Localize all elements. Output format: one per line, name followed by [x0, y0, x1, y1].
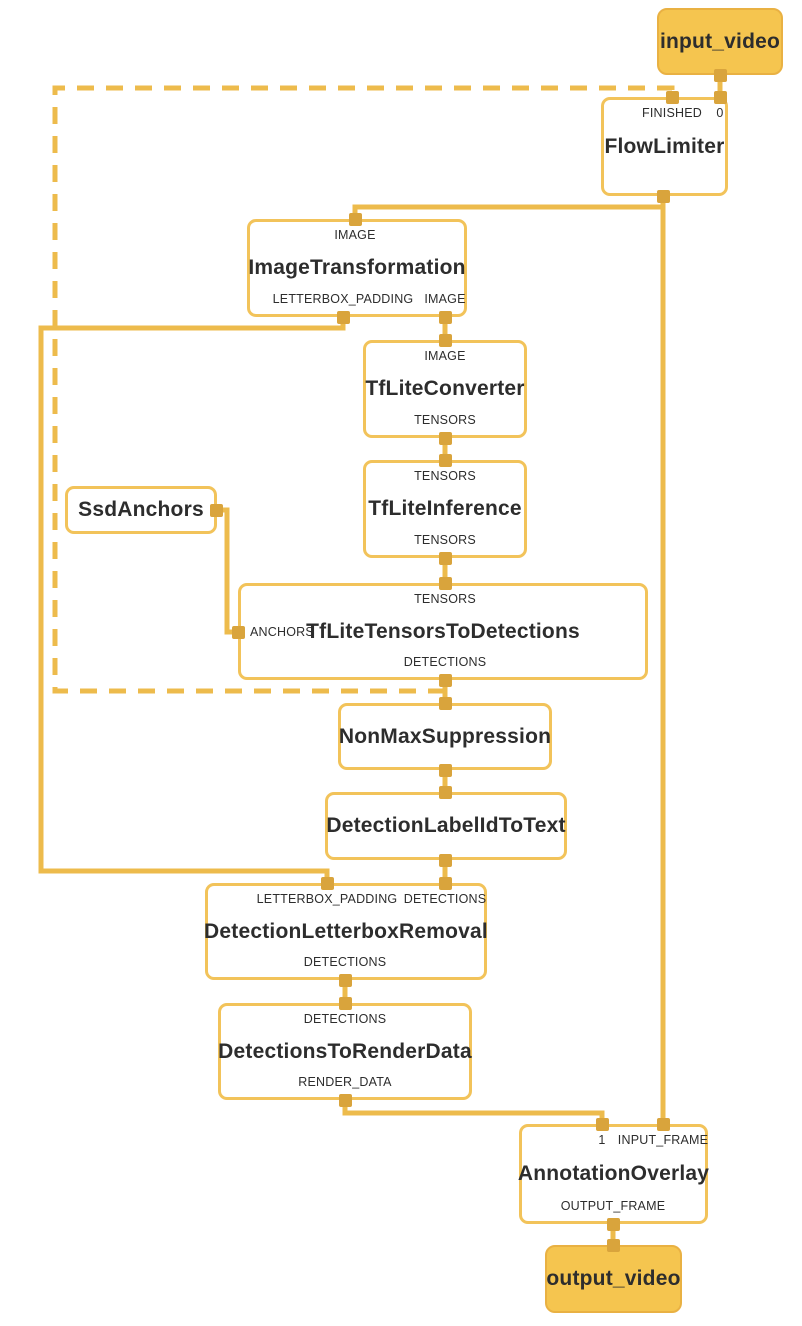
- node-title-annotationoverlay: AnnotationOverlay: [517, 1162, 710, 1185]
- node-ssdanchors[interactable]: SsdAnchors: [65, 486, 217, 534]
- port-marker: [438, 310, 452, 324]
- node-detectionletterboxremoval[interactable]: DetectionLetterboxRemoval: [204, 883, 488, 980]
- node-annotationoverlay[interactable]: AnnotationOverlay: [517, 1124, 710, 1224]
- port-label-tfliteinference-tensors: TENSORS: [414, 533, 476, 547]
- node-title-tfliteinference: TfLiteInference: [368, 497, 522, 520]
- node-title-flowlimiter: FlowLimiter: [604, 134, 725, 158]
- port-label-tflitetensorstodetections-tensors: TENSORS: [414, 592, 476, 606]
- node-flowlimiter[interactable]: FlowLimiter: [601, 97, 728, 196]
- port-label-annotationoverlay-output_frame: OUTPUT_FRAME: [560, 1199, 666, 1213]
- node-title-ssdanchors: SsdAnchors: [78, 498, 204, 521]
- port-marker: [595, 1117, 609, 1131]
- port-marker: [713, 90, 727, 104]
- node-output-video[interactable]: output_video: [545, 1245, 682, 1313]
- node-title-tfliteconverter: TfLiteConverter: [365, 377, 525, 400]
- node-title-input-video: input_video: [659, 29, 781, 53]
- port-label-imagetransformation-image: IMAGE: [334, 228, 376, 242]
- port-marker: [320, 876, 334, 890]
- port-marker: [338, 1093, 352, 1107]
- port-marker: [438, 876, 452, 890]
- node-title-imagetransformation: ImageTransformation: [248, 256, 466, 279]
- node-title-nonmaxsuppression: NonMaxSuppression: [338, 724, 552, 748]
- edge-imagetransformation-letterbox-padding-to-detectionletterboxremoval: [38, 317, 346, 883]
- port-marker: [348, 212, 362, 226]
- port-marker: [438, 551, 452, 565]
- port-marker: [438, 785, 452, 799]
- port-label-detectionstorenderdata-detections: DETECTIONS: [303, 1012, 387, 1026]
- port-marker: [231, 625, 245, 639]
- port-label-tfliteconverter-image: IMAGE: [424, 349, 466, 363]
- edge-ssdanchors-to-anchors: [216, 507, 238, 635]
- port-marker: [336, 310, 350, 324]
- node-title-detectionlabelidtotext: DetectionLabelIdToText: [326, 814, 566, 837]
- node-imagetransformation[interactable]: ImageTransformation: [247, 219, 467, 317]
- node-tfliteconverter[interactable]: TfLiteConverter: [363, 340, 527, 438]
- edge-flowlimiter-to-imagetransformation-image: [352, 196, 666, 219]
- port-label-tflitetensorstodetections-detections: DETECTIONS: [403, 655, 487, 669]
- port-marker: [438, 333, 452, 347]
- port-label-imagetransformation-image: IMAGE: [424, 292, 466, 306]
- port-marker: [665, 90, 679, 104]
- port-label-imagetransformation-letterbox_padding: LETTERBOX_PADDING: [272, 292, 414, 306]
- port-marker: [606, 1217, 620, 1231]
- port-label-detectionletterboxremoval-detections: DETECTIONS: [403, 892, 487, 906]
- port-label-flowlimiter-finished: FINISHED: [642, 106, 702, 120]
- port-label-tfliteinference-tensors: TENSORS: [414, 469, 476, 483]
- port-marker: [438, 576, 452, 590]
- port-label-detectionletterboxremoval-detections: DETECTIONS: [303, 955, 387, 969]
- port-label-detectionstorenderdata-render_data: RENDER_DATA: [298, 1075, 392, 1089]
- port-marker: [338, 996, 352, 1010]
- port-label-annotationoverlay-input_frame: INPUT_FRAME: [617, 1133, 709, 1147]
- node-nonmaxsuppression[interactable]: NonMaxSuppression: [338, 703, 552, 770]
- port-marker: [438, 763, 452, 777]
- node-title-detectionstorenderdata: DetectionsToRenderData: [218, 1039, 472, 1063]
- node-detectionlabelidtotext[interactable]: DetectionLabelIdToText: [325, 792, 567, 860]
- node-title-output-video: output_video: [546, 1267, 681, 1290]
- edge-renderdata-to-annotationoverlay-1: [342, 1100, 605, 1124]
- port-label-tflitetensorstodetections-anchors: ANCHORS: [250, 625, 314, 639]
- node-title-detectionletterboxremoval: DetectionLetterboxRemoval: [204, 919, 488, 943]
- port-marker: [438, 673, 452, 687]
- port-marker: [438, 453, 452, 467]
- port-marker: [606, 1238, 620, 1252]
- port-marker: [656, 189, 670, 203]
- port-marker: [338, 973, 352, 987]
- port-marker: [438, 696, 452, 710]
- port-marker: [209, 503, 223, 517]
- node-input-video[interactable]: input_video: [657, 8, 783, 75]
- node-detectionstorenderdata[interactable]: DetectionsToRenderData: [218, 1003, 472, 1100]
- port-marker: [656, 1117, 670, 1131]
- port-marker: [713, 68, 727, 82]
- port-label-flowlimiter-0: 0: [716, 106, 724, 120]
- node-title-tflitetensorstodetections: TfLiteTensorsToDetections: [306, 619, 580, 643]
- port-label-annotationoverlay-1: 1: [598, 1133, 606, 1147]
- port-label-tfliteconverter-tensors: TENSORS: [414, 413, 476, 427]
- edge-detections-to-flowlimiter-finished-backedge: [52, 85, 675, 694]
- port-marker: [438, 853, 452, 867]
- port-marker: [438, 431, 452, 445]
- port-label-detectionletterboxremoval-letterbox_padding: LETTERBOX_PADDING: [256, 892, 398, 906]
- node-tfliteinference[interactable]: TfLiteInference: [363, 460, 527, 558]
